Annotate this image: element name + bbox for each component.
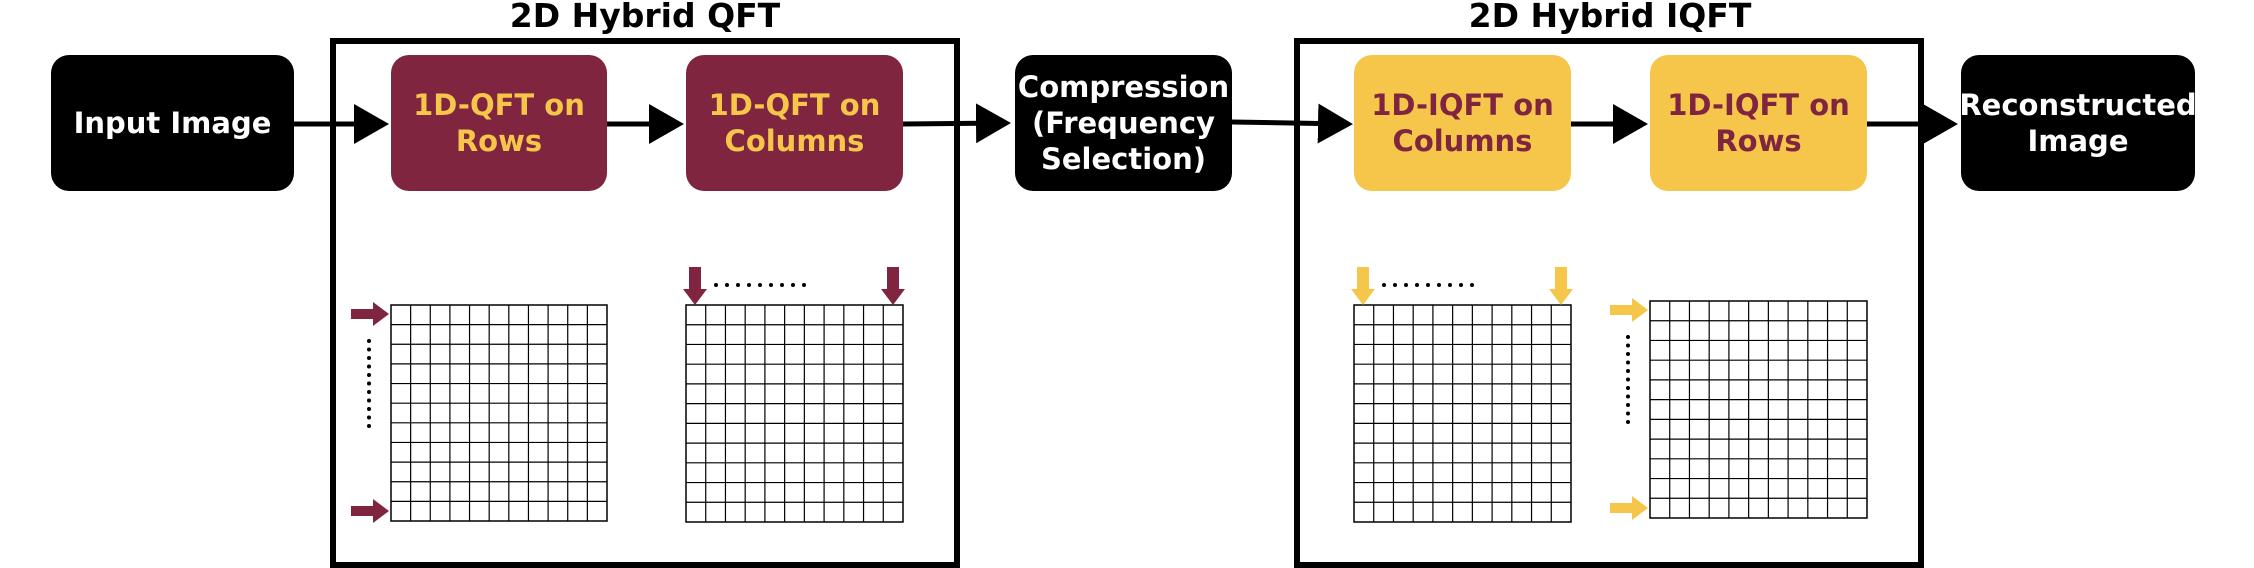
qft-rows-node: 1D-QFT on Rows — [391, 55, 607, 191]
iqft-columns-grid-dot — [1437, 283, 1441, 287]
iqft-columns-grid-dot — [1459, 283, 1463, 287]
iqft-rows-grid-dot — [1626, 335, 1630, 339]
iqft-columns-node: 1D-IQFT on Columns — [1354, 55, 1571, 191]
qft-columns-grid-dot — [791, 283, 795, 287]
qft-rows-grid-dot — [367, 424, 371, 428]
qft-rows-grid-dot — [367, 373, 371, 377]
iqft-rows-grid-arrow-last-shaft — [1610, 503, 1634, 513]
qft-columns-grid-dot — [714, 283, 718, 287]
iqft-columns-grid-dot — [1404, 283, 1408, 287]
qft-rows-grid-dot — [367, 398, 371, 403]
qft-columns-grid-arrow-last-shaft — [887, 267, 899, 291]
qft-rows-grid — [390, 304, 608, 522]
qft-columns-grid — [685, 304, 904, 523]
qft-rows-grid-arrow-first-head — [373, 302, 389, 326]
iqft-rows-grid-dot — [1626, 352, 1630, 356]
iqft-columns-grid-arrow-first-shaft — [1357, 267, 1369, 291]
iqft-columns-grid — [1353, 304, 1572, 523]
compression-node: Compression (Frequency Selection) — [1015, 55, 1232, 191]
qft-rows-grid-dot — [367, 381, 371, 386]
iqft-rows-grid-dot — [1626, 369, 1630, 373]
iqft-rows-grid-arrow-last-head — [1632, 496, 1648, 520]
qft-columns-grid-arrow-first-shaft — [689, 267, 701, 291]
qft-columns-grid-dot — [736, 283, 740, 287]
qft-columns-grid-arrow-first-head — [683, 289, 707, 305]
qft-columns-grid-dot — [769, 283, 773, 287]
iqft-rows-grid-arrow-first-shaft — [1610, 305, 1634, 315]
qft-rows-grid-arrow-first-shaft — [351, 309, 375, 319]
qft-columns-grid-dot — [758, 283, 762, 287]
input-image-node: Input Image — [51, 55, 294, 191]
iqft-columns-grid-arrow-last-head — [1549, 289, 1573, 305]
qft-section-title: 2D Hybrid QFT — [509, 0, 781, 35]
iqft-rows-grid-dot — [1626, 403, 1630, 407]
qft-rows-grid-dot — [367, 356, 371, 360]
iqft-columns-grid-dot — [1415, 283, 1419, 287]
qft-rows-grid-dot — [367, 347, 371, 352]
iqft-rows-grid-dot — [1626, 343, 1630, 348]
iqft-rows-grid — [1649, 300, 1868, 519]
reconstructed-image-node: Reconstructed Image — [1959, 55, 2197, 191]
iqft-rows-grid-dot — [1626, 394, 1630, 399]
iqft-rows-grid-dot — [1626, 386, 1630, 390]
iqft-columns-grid-dot — [1382, 283, 1386, 287]
iqft-rows-grid-dot — [1626, 360, 1630, 365]
qft-rows-grid-dot — [367, 415, 371, 420]
qft-columns-grid-dot — [802, 283, 806, 287]
iqft-columns-grid-dot — [1470, 283, 1474, 287]
qft-columns-grid-dot — [725, 283, 729, 287]
iqft-section-title: 2D Hybrid IQFT — [1468, 0, 1752, 35]
qft-columns-grid-dot — [780, 283, 784, 287]
qft-rows-grid-arrow-last-head — [373, 499, 389, 523]
qft-rows-grid-dot — [367, 407, 371, 411]
qft-rows-grid-dot — [367, 339, 371, 343]
qft-columns-node: 1D-QFT on Columns — [686, 55, 903, 191]
iqft-rows-grid-dot — [1626, 377, 1630, 382]
iqft-columns-grid-dot — [1448, 283, 1452, 287]
qft-rows-grid-dot — [367, 390, 371, 394]
qft-columns-grid-arrow-last-head — [881, 289, 905, 305]
qft-rows-grid-arrow-last-shaft — [351, 506, 375, 516]
qft-rows-grid-dot — [367, 364, 371, 369]
iqft-rows-grid-dot — [1626, 420, 1630, 424]
iqft-columns-grid-arrow-last-shaft — [1555, 267, 1567, 291]
iqft-columns-grid-arrow-first-head — [1351, 289, 1375, 305]
iqft-columns-grid-dot — [1426, 283, 1430, 287]
iqft-rows-node: 1D-IQFT on Rows — [1650, 55, 1867, 191]
iqft-columns-grid-dot — [1393, 283, 1397, 287]
arrow-compression-to-iqft-columns — [1231, 103, 1353, 144]
iqft-rows-grid-arrow-first-head — [1632, 298, 1648, 322]
qft-columns-grid-dot — [747, 283, 751, 287]
iqft-rows-grid-dot — [1626, 411, 1630, 416]
